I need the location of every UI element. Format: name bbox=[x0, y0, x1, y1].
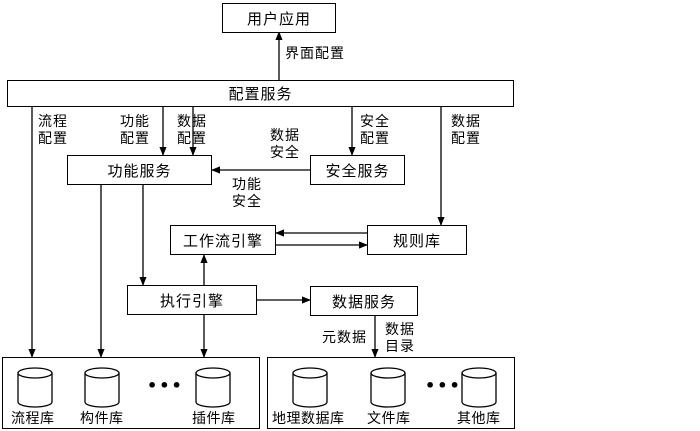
label-ui-config: 界面配置 bbox=[285, 46, 345, 62]
function-service-box: 功能服务 bbox=[67, 155, 212, 185]
db-label-other: 其他库 bbox=[457, 411, 501, 427]
cylinder-geo-db bbox=[292, 367, 328, 408]
cylinder-plugin-db bbox=[195, 367, 231, 408]
label-process-config: 流程配置 bbox=[38, 114, 68, 147]
rule-library-box: 规则库 bbox=[367, 225, 467, 255]
label-metadata: 元数据 bbox=[322, 330, 367, 346]
label-function-security: 功能安全 bbox=[232, 177, 262, 210]
cylinder-component-db bbox=[84, 367, 120, 408]
label-data-config-2: 数据配置 bbox=[451, 114, 481, 147]
workflow-engine-box: 工作流引擎 bbox=[170, 225, 276, 255]
ellipsis-left: ••• bbox=[147, 376, 184, 395]
cylinder-process-db bbox=[17, 367, 53, 408]
label-data-config-1: 数据配置 bbox=[177, 114, 207, 147]
label-function-config: 功能配置 bbox=[120, 114, 150, 147]
label-data-catalog: 数据目录 bbox=[385, 322, 415, 355]
security-service-box: 安全服务 bbox=[310, 155, 405, 185]
cylinder-file-db bbox=[370, 367, 406, 408]
db-label-file: 文件库 bbox=[367, 411, 411, 427]
cylinder-other-db bbox=[461, 367, 497, 408]
right-database-group bbox=[267, 357, 515, 429]
config-service-box: 配置服务 bbox=[7, 80, 514, 107]
label-data-security: 数据安全 bbox=[270, 128, 300, 161]
ellipsis-right: ••• bbox=[425, 376, 462, 395]
label-security-config: 安全配置 bbox=[360, 114, 390, 147]
left-database-group bbox=[2, 357, 260, 429]
user-app-box: 用户应用 bbox=[222, 3, 336, 33]
db-label-plugin: 插件库 bbox=[192, 411, 236, 427]
db-label-process: 流程库 bbox=[11, 411, 55, 427]
db-label-component: 构件库 bbox=[80, 411, 124, 427]
db-label-geo: 地理数据库 bbox=[272, 411, 345, 427]
data-service-box: 数据服务 bbox=[310, 286, 418, 316]
execution-engine-box: 执行引擎 bbox=[127, 285, 257, 315]
